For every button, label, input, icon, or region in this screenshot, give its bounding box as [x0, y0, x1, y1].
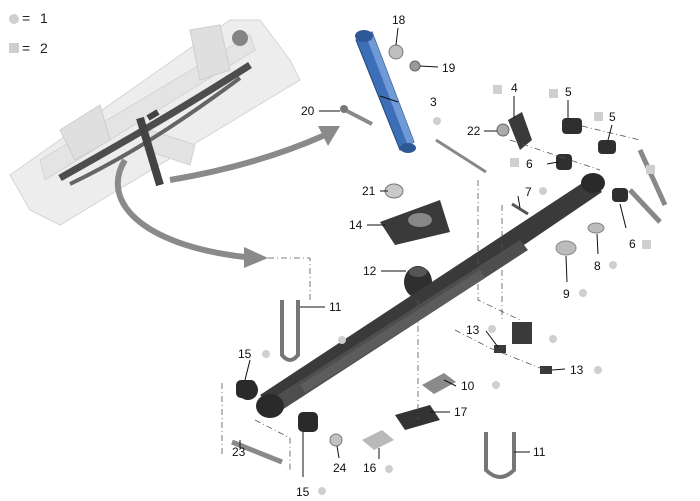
- callout-5a: 5: [565, 85, 572, 99]
- callout-11b: 11: [533, 445, 546, 459]
- callout-9: 9: [563, 287, 570, 301]
- leader-lines: [239, 27, 627, 477]
- plate-16: [362, 430, 394, 450]
- callout-6a: 6: [526, 157, 533, 171]
- nut-washer-18-19: [388, 44, 421, 72]
- alignment-lines: [221, 180, 546, 470]
- callout-4: 4: [511, 81, 518, 95]
- callout-19: 19: [442, 61, 456, 75]
- plate-10: [422, 373, 456, 394]
- callout-18: 18: [392, 13, 406, 27]
- callout-16: 16: [363, 461, 377, 475]
- legend-square-marker: [9, 43, 19, 53]
- view-arrows: [114, 126, 340, 268]
- callout-17: 17: [454, 405, 468, 419]
- bolt-20: [340, 105, 373, 126]
- callout-24: 24: [333, 461, 347, 475]
- shock-absorber: [355, 30, 416, 153]
- callout-6b: 6: [629, 237, 636, 251]
- center-bolt-7: [511, 202, 529, 216]
- callout-21: 21: [362, 184, 376, 198]
- bushing-15-upper: [236, 380, 256, 398]
- legend-sign-2: =: [22, 40, 30, 56]
- legend: = 1 = 2: [9, 10, 48, 56]
- clip-13-left: [494, 345, 506, 353]
- callout-15b: 15: [296, 485, 310, 499]
- callout-7: 7: [525, 185, 532, 199]
- pad-9: [555, 240, 577, 256]
- callout-5b: 5: [609, 110, 616, 124]
- legend-value-2: 2: [40, 40, 48, 56]
- callout-13b: 13: [570, 363, 584, 377]
- nut-24: [329, 433, 343, 447]
- vehicle-frame-context: [9, 19, 301, 226]
- callout-10: 10: [461, 379, 475, 393]
- u-bolt-11-lower: [484, 432, 516, 479]
- callout-8: 8: [594, 259, 601, 273]
- clip-13-right: [540, 366, 552, 374]
- u-bolt-11-upper: [280, 300, 300, 362]
- callout-markers: [262, 85, 655, 495]
- callout-12: 12: [363, 264, 377, 278]
- plate-17: [395, 405, 440, 430]
- spring-seat-parts: [380, 183, 450, 298]
- legend-circle-marker: [9, 14, 19, 24]
- callout-22: 22: [467, 124, 481, 138]
- shackle-assembly: [496, 112, 668, 224]
- callout-14: 14: [349, 218, 363, 232]
- callout-15a: 15: [238, 347, 252, 361]
- callout-3: 3: [430, 95, 437, 109]
- clip-bracket: [512, 322, 532, 344]
- leaf-spring: [238, 173, 605, 418]
- callout-labels: 18 19 3 20 4 5 5 22 6 6 21 14 7 12 8 9 1…: [232, 13, 636, 499]
- stud-pin: [435, 138, 487, 174]
- legend-sign-1: =: [22, 10, 30, 26]
- callout-23: 23: [232, 445, 246, 459]
- callout-13a: 13: [466, 323, 480, 337]
- bushing-15-lower: [298, 412, 318, 432]
- pad-8: [587, 222, 605, 234]
- callout-11a: 11: [329, 300, 342, 314]
- legend-value-1: 1: [40, 10, 48, 26]
- callout-20: 20: [301, 104, 315, 118]
